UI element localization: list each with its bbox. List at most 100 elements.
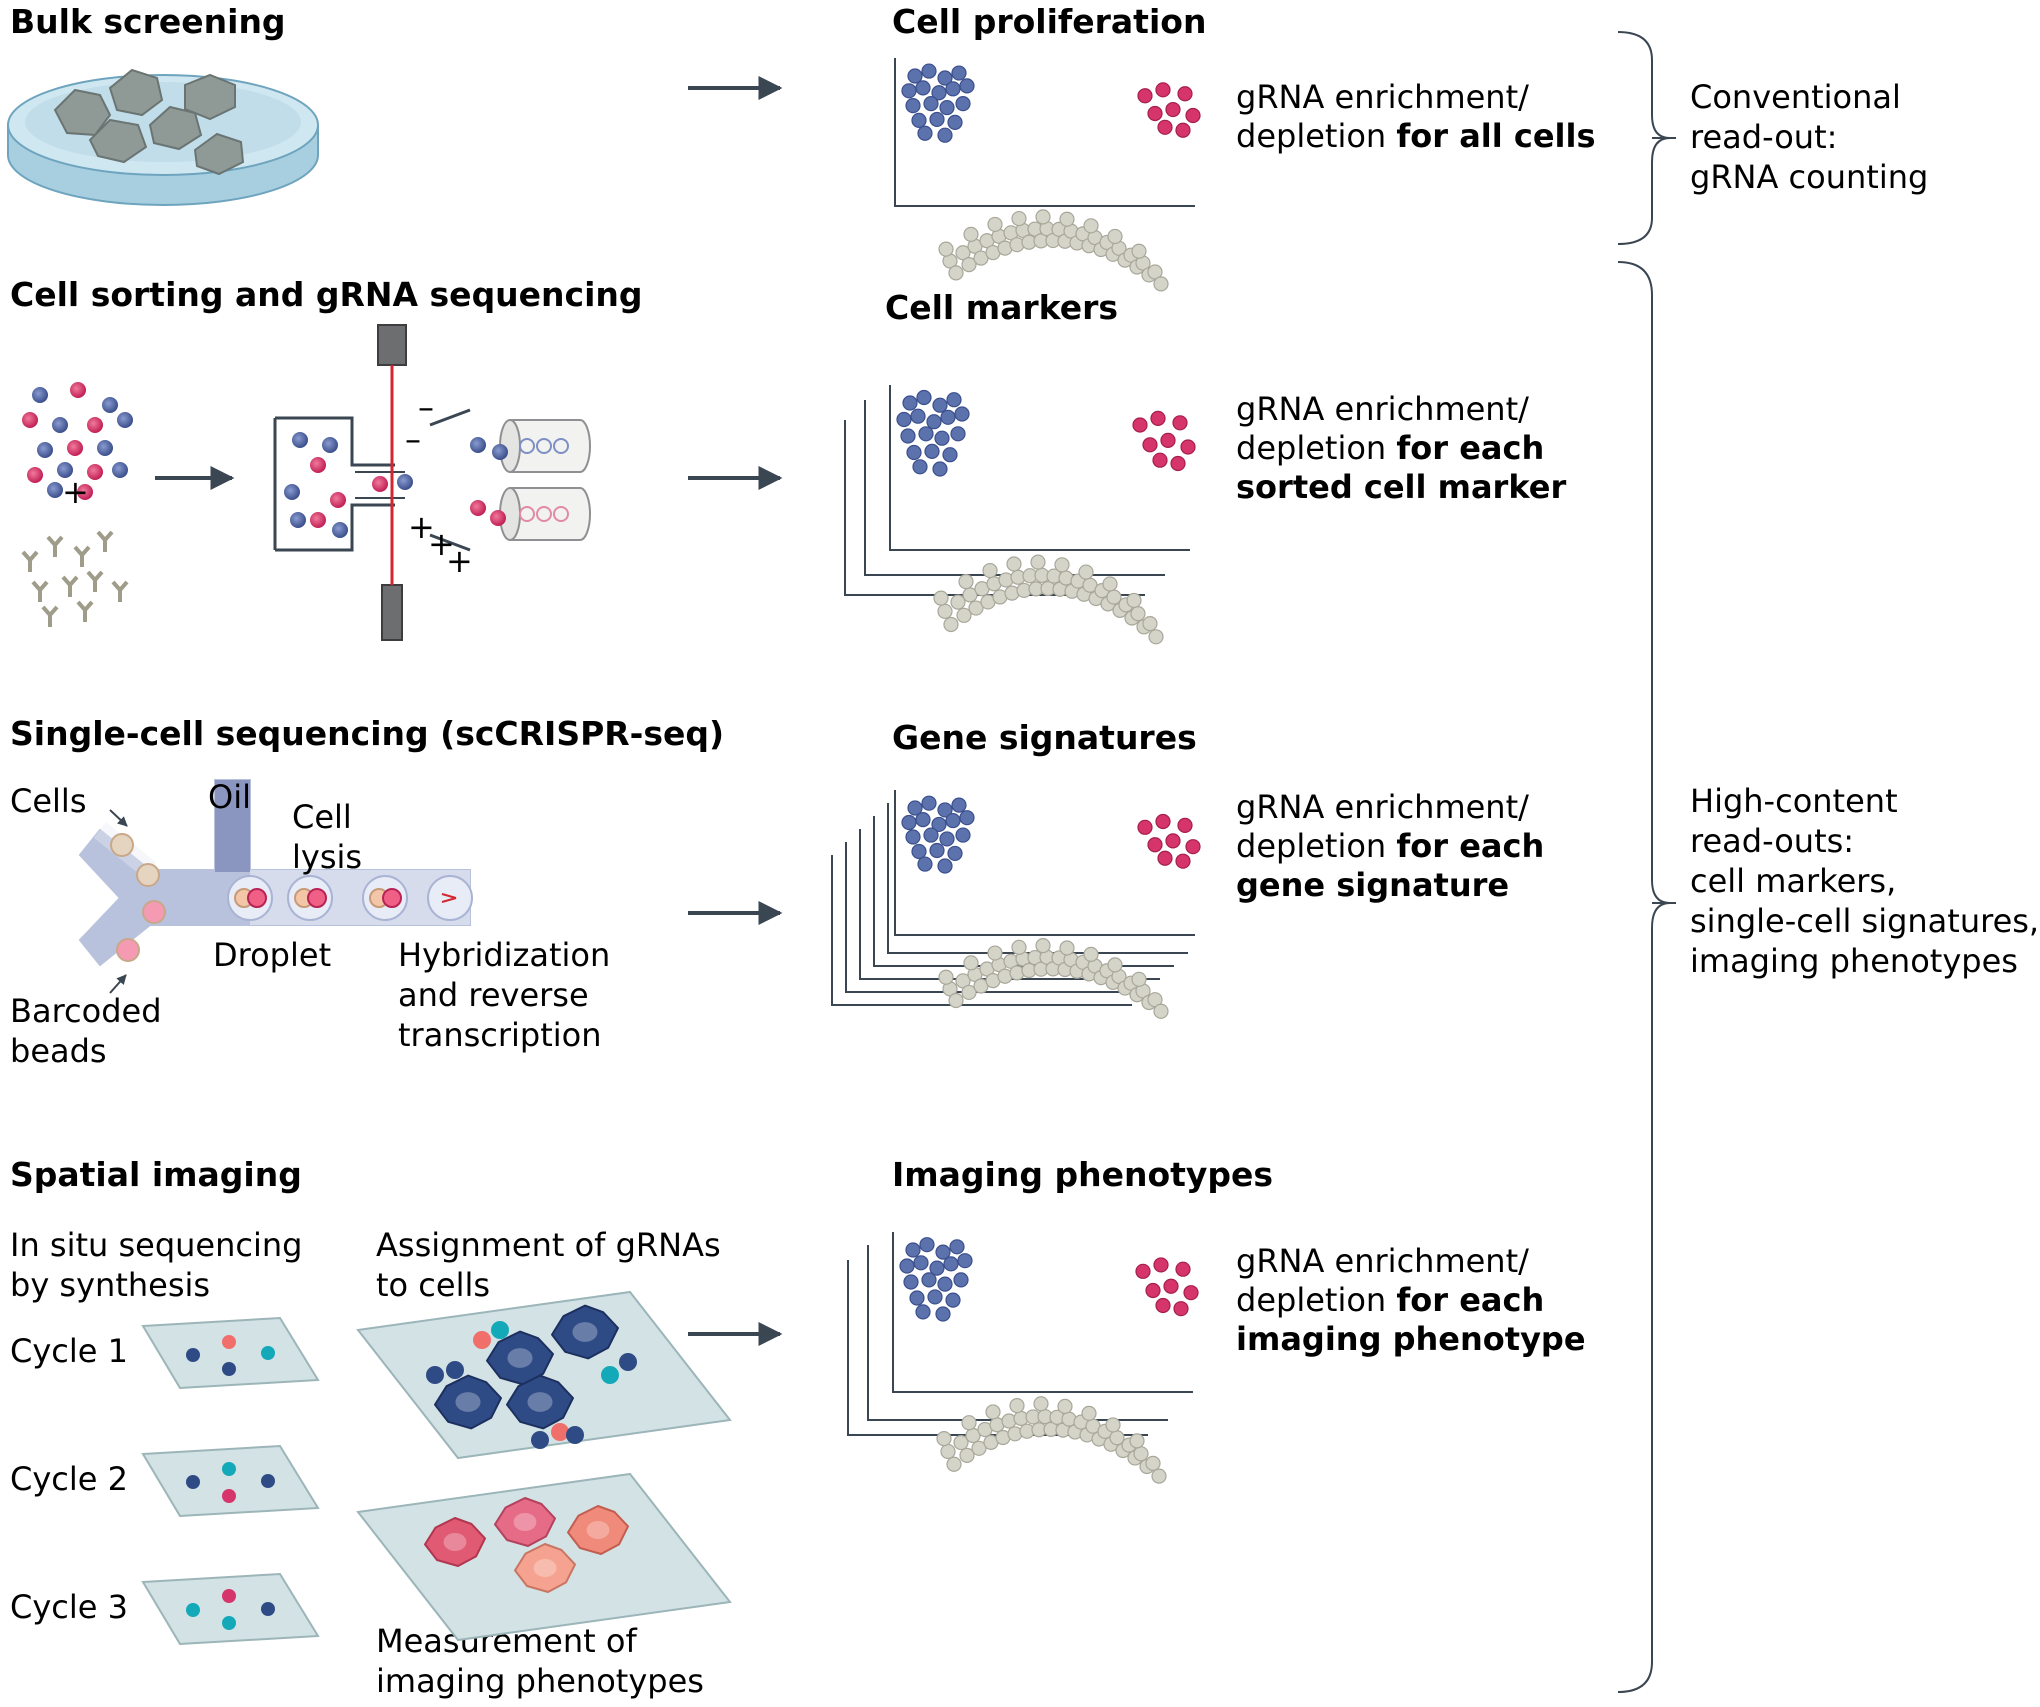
droplet-bead [247,888,267,908]
plot-point [917,125,933,141]
plot-point [919,1237,935,1253]
markers-description: gRNA enrichment/ depletion for each sort… [1236,390,1566,506]
tube-cell [519,506,535,522]
high-content-line1: High-content [1690,782,1898,820]
plot-point [968,600,984,616]
beads-pointer [109,974,127,994]
plot-point [963,226,979,242]
plot-point [963,955,979,971]
plot-point [951,797,967,813]
plot-point [950,426,966,442]
signatures-line2-plain: depletion [1236,827,1396,865]
sequencing-dot [222,1462,236,1476]
plot-point [1078,564,1094,580]
imaging-description: gRNA enrichment/ depletion for each imag… [1236,1242,1586,1358]
signatures-plot-stack [831,790,1201,1019]
antibody-icon [86,570,104,592]
blue-cell [397,474,413,490]
plot-point [935,1306,951,1322]
plot-point [961,257,977,273]
markers-line3: sorted cell marker [1236,468,1566,506]
plot-axes [831,855,1132,1006]
plot-point [946,392,962,408]
plot-axes [892,1232,1193,1393]
plot-point [959,1447,975,1463]
plot-point [939,831,955,847]
plot-point [1148,629,1164,645]
plot-axes [889,385,1190,551]
sequencing-dot [261,1346,275,1360]
markers-line2-plain: depletion [1236,429,1396,467]
blue-cell [470,437,486,453]
charge-minus-1: – [418,388,434,426]
blue-cell [332,522,348,538]
plot-point [1155,1297,1171,1314]
antibody-icon [21,550,39,572]
high-content-line4: single-cell signatures, [1690,902,2039,940]
sorting-cell-cluster [22,382,133,500]
sequencing-dot [222,1616,236,1630]
assigned-cell-nucleus [572,1322,598,1342]
plot-point [911,112,927,129]
pink-cell [27,467,43,483]
phenotype-cell [424,1517,486,1567]
blue-cell [52,417,68,433]
plot-point [1059,940,1075,956]
imaging-plot-stack [847,1232,1199,1484]
hybridization-label-3: transcription [398,1016,602,1054]
plot-point [1145,1282,1161,1299]
plot-point [945,81,961,97]
barcoded-beads-label-2: beads [10,1032,107,1070]
markers-plot-stack [844,385,1196,645]
cycle-2-label: Cycle 2 [10,1460,128,1498]
blue-cell [284,484,300,500]
plot-point [1185,107,1201,124]
grna-dot [601,1366,619,1384]
sequencing-dot [222,1489,236,1503]
plot-point [1152,452,1168,468]
plot-point [906,444,922,461]
cells-label: Cells [10,782,86,820]
plot-point [907,800,923,816]
plot-point [1172,415,1188,431]
plot-point [931,85,947,101]
cycle-3-label: Cycle 3 [10,1588,128,1626]
plot-point [987,945,1003,961]
high-content-line3: cell markers, [1690,862,1896,900]
plot-point [1180,439,1196,455]
droplet-cell [136,863,160,887]
blue-cell [322,437,338,453]
markers-line1: gRNA enrichment/ [1236,390,1529,428]
hybridization-label-1: Hybridization [398,936,610,974]
plot-point [1153,1257,1169,1273]
plot-axes [864,400,1165,576]
plot-point [905,97,921,114]
plot-point [1147,264,1163,280]
phenotype-cell-nucleus [513,1513,537,1531]
signatures-line3: gene signature [1236,866,1509,904]
plot-point [1150,410,1166,426]
signatures-line1: gRNA enrichment/ [1236,788,1529,826]
imaging-phenotypes-title: Imaging phenotypes [892,1155,1273,1194]
blue-cell [492,444,508,460]
plot-point [936,1431,952,1447]
pink-cell [87,464,103,480]
plot-point [1107,957,1123,973]
conventional-line1: Conventional [1690,78,1901,116]
proliferation-line1: gRNA enrichment/ [1236,78,1529,116]
tube-cell [553,506,569,522]
oil-label: Oil [208,778,251,816]
blue-cell [32,387,48,403]
phenotype-cell-nucleus [533,1559,557,1577]
plot-point [921,63,937,79]
plot-point [1102,576,1118,592]
phenotype-cell [494,1497,556,1547]
plot-point [915,811,931,828]
plot-point [937,1276,953,1292]
antibody-cluster [21,530,129,627]
assignment-label-2: to cells [376,1266,490,1304]
plot-point [1177,817,1193,834]
plot-point [913,1255,929,1271]
plot-point [907,68,923,84]
plot-point [910,408,926,424]
